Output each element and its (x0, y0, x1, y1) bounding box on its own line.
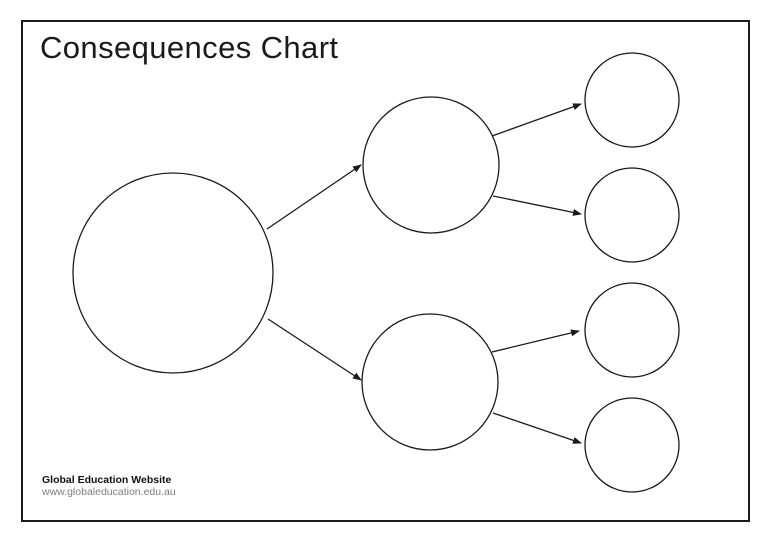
edge-consequence-1-to-consequence-1-2 (492, 195, 582, 216)
diagram-nodes (72, 52, 680, 493)
page-border (21, 20, 750, 522)
edge-consequence-2-to-consequence-2-1 (491, 329, 580, 353)
node-consequence-2-2 (584, 397, 680, 493)
node-consequence-2-1 (584, 282, 680, 378)
node-cause (72, 172, 274, 374)
footer: Global Education Website www.globaleduca… (42, 474, 176, 498)
footer-site-url: www.globaleducation.edu.au (42, 486, 176, 498)
edge-consequence-2-to-consequence-2-2 (492, 412, 582, 444)
node-consequence-1-2 (584, 167, 680, 263)
edge-cause-to-consequence-2 (267, 318, 362, 381)
node-consequence-1-1 (584, 52, 680, 148)
node-consequence-1 (362, 96, 500, 234)
node-consequence-2 (361, 313, 499, 451)
page-title: Consequences Chart (40, 30, 339, 65)
diagram-edges (266, 103, 582, 444)
footer-site-name: Global Education Website (42, 474, 172, 486)
edge-consequence-1-to-consequence-1-1 (491, 103, 582, 137)
edge-cause-to-consequence-1 (266, 164, 362, 230)
